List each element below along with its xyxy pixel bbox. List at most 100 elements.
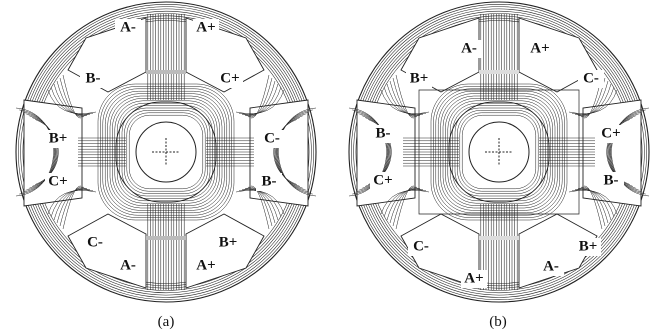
flux-line xyxy=(580,186,606,227)
flux-line xyxy=(47,89,97,114)
flux-line xyxy=(56,80,88,117)
rotor-flux-line xyxy=(461,114,537,190)
flux-line xyxy=(273,119,297,185)
coil-label: B- xyxy=(262,173,277,189)
coil-label-bg xyxy=(80,70,106,88)
flux-line xyxy=(59,77,85,118)
coil-label-bg xyxy=(370,172,396,190)
flux-line xyxy=(568,190,618,215)
coil-label-bg xyxy=(598,172,624,190)
coil-label: C+ xyxy=(220,70,239,86)
coil-label-bg xyxy=(256,173,282,191)
motor-cross-section-a: A-A+B-C+B+C-C+B-C-B+A-A+ xyxy=(15,1,317,303)
flux-line xyxy=(392,77,418,118)
flux-line xyxy=(380,89,430,114)
stator-teeth-flux xyxy=(146,14,186,290)
coil-label: B- xyxy=(604,172,619,188)
coil-label: B+ xyxy=(219,234,238,250)
rotor xyxy=(403,83,595,221)
coil-label: C- xyxy=(583,70,599,86)
coil-label-bg xyxy=(538,258,564,276)
flux-line xyxy=(247,77,273,118)
flux-line xyxy=(238,86,282,115)
coil-label-bg xyxy=(408,238,434,256)
rotor-outline xyxy=(418,89,580,215)
rotor xyxy=(78,83,254,221)
rotor-flux-line xyxy=(459,112,539,192)
coil-label: A- xyxy=(120,257,136,273)
flux-line xyxy=(241,83,279,116)
flux-line xyxy=(31,117,58,187)
flux-line xyxy=(383,189,427,218)
flux-line xyxy=(244,187,276,224)
coil-label: A+ xyxy=(196,257,215,273)
stator-flux-ring xyxy=(18,4,314,300)
rotor-body xyxy=(448,101,550,203)
flux-line xyxy=(389,187,421,224)
coil-label: C+ xyxy=(373,172,392,188)
stator-flux-ring xyxy=(348,1,650,303)
flux-line xyxy=(59,186,85,227)
panel-b: A-A+B+C-B-C+C+B-C-B+A+A- (b) xyxy=(333,0,665,333)
coil-label-bg xyxy=(82,234,108,252)
coil-label: C- xyxy=(87,234,103,250)
coil-label-bg xyxy=(115,257,141,275)
flux-line xyxy=(395,185,415,230)
stator-teeth-flux xyxy=(479,14,519,290)
flux-line xyxy=(62,185,82,230)
stator-flux-ring xyxy=(355,8,643,296)
flux-line xyxy=(571,86,615,115)
coil-label: A+ xyxy=(464,270,483,286)
coil-label: B- xyxy=(86,70,101,86)
coil-label-bg xyxy=(598,125,624,143)
flux-line xyxy=(380,190,430,215)
tooth-band xyxy=(146,70,186,74)
coil-label-bg xyxy=(45,130,71,148)
coil-label-bg xyxy=(406,70,432,88)
tooth-band xyxy=(479,70,519,74)
flux-line xyxy=(247,186,273,227)
coil-label-bg xyxy=(193,257,219,275)
flux-line xyxy=(35,119,59,185)
coil-label-bg xyxy=(461,270,487,288)
coil-label-bg xyxy=(527,40,553,58)
coil-label-bg xyxy=(193,19,219,37)
coil-label: B+ xyxy=(410,70,429,86)
coil-label-bg xyxy=(578,70,604,88)
flux-line xyxy=(62,74,82,119)
coil-label: A+ xyxy=(530,40,549,56)
motor-cross-section-b: A-A+B+C-B-C+C+B-C-B+A+A- xyxy=(348,1,650,303)
stator-flux-ring xyxy=(15,1,317,303)
flux-line xyxy=(392,186,418,227)
flux-line xyxy=(383,86,427,115)
flux-line xyxy=(389,80,421,117)
coil-label: A- xyxy=(461,40,477,56)
tooth-band xyxy=(146,236,186,240)
coil-label: A+ xyxy=(196,19,215,35)
flux-line xyxy=(244,80,276,117)
flux-line xyxy=(577,80,609,117)
coil-label-bg xyxy=(575,238,601,256)
flux-line xyxy=(583,185,603,230)
coil-label: C- xyxy=(264,130,280,146)
flux-line xyxy=(235,89,285,114)
coil-label-bg xyxy=(45,173,71,191)
stator-flux-ring xyxy=(353,6,645,298)
coil-label: A- xyxy=(120,19,136,35)
stator-flux-ring xyxy=(351,4,647,300)
rotor-flux-line xyxy=(126,112,206,192)
coil-labels: A-A+B+C-B-C+C+B-C-B+A+A- xyxy=(370,40,624,288)
caption-a: (a) xyxy=(157,314,175,330)
flux-line xyxy=(241,188,279,221)
coil-label: B+ xyxy=(49,130,68,146)
flux-line xyxy=(274,117,301,187)
flux-line xyxy=(50,189,94,218)
coil-slot xyxy=(582,99,642,207)
flux-line xyxy=(568,89,618,114)
flux-line xyxy=(395,74,415,119)
coil-label: B- xyxy=(376,125,391,141)
tooth-band xyxy=(479,236,519,240)
flux-line xyxy=(235,190,285,215)
coil-label-bg xyxy=(370,125,396,143)
flux-line xyxy=(47,190,97,215)
